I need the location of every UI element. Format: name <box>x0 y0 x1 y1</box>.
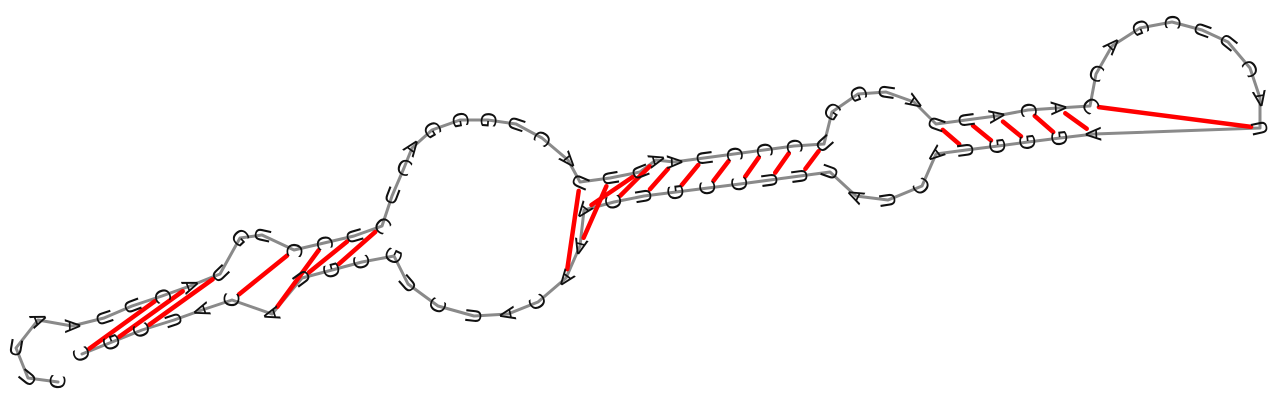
nucleotide-47: A <box>1099 32 1126 60</box>
base-pair-bond <box>970 123 994 143</box>
nucleotide-62: U <box>875 191 901 210</box>
nucleotide-31: U <box>691 149 717 167</box>
nucleotide-63: A <box>842 184 870 208</box>
nucleotide-4: A <box>24 309 52 332</box>
nucleotide-37: G <box>844 82 872 106</box>
nucleotide-41: U <box>953 111 979 129</box>
nucleotide-3: U <box>6 335 25 361</box>
nucleotide-42: A <box>983 107 1009 126</box>
base-pair-bond <box>772 151 792 175</box>
nucleotide-55: A <box>1082 126 1107 142</box>
nucleotide-88: C <box>128 319 156 341</box>
nucleotide-38: U <box>873 83 899 102</box>
base-pair-bond <box>940 127 962 147</box>
base-pair-bond <box>589 174 635 208</box>
nucleotide-15: U <box>340 225 367 246</box>
nucleotide-76: A <box>495 304 522 324</box>
base-pair-bond <box>306 239 350 275</box>
nucleotide-22: G <box>475 111 500 129</box>
nucleotide-85: C <box>220 292 245 308</box>
nucleotide-66: U <box>757 171 783 189</box>
nucleotide-84: A <box>258 303 285 324</box>
nucleotide-17: U <box>381 182 404 210</box>
nucleotide-1: C <box>45 373 71 391</box>
nucleotide-70: U <box>631 186 657 205</box>
nucleotide-86: A <box>188 299 216 321</box>
base-pair-bond <box>275 248 321 309</box>
nucleotide-40: U <box>922 113 950 135</box>
base-pair-bond <box>711 158 731 184</box>
nucleotide-81: C <box>349 252 376 272</box>
nucleotide-78: C <box>424 294 452 318</box>
nucleotide-44: A <box>1046 100 1071 117</box>
nucleotide-14: C <box>311 233 338 253</box>
nucleotide-61: C <box>908 172 935 199</box>
nucleotide-50: U <box>1188 19 1216 42</box>
rna-backbone <box>14 20 1262 384</box>
nucleotide-69: G <box>663 182 689 201</box>
base-pair-bond <box>565 188 581 272</box>
nucleotide-27: U <box>597 168 623 187</box>
nucleotide-2: U <box>14 364 42 391</box>
nucleotide-87: U <box>160 309 188 331</box>
base-pair-bond <box>1032 113 1056 135</box>
base-pair-bond <box>618 164 652 198</box>
nucleotide-67: C <box>727 175 753 193</box>
nucleotide-49: C <box>1160 14 1184 29</box>
base-pair-bond <box>1000 119 1024 139</box>
nucleotide-90: C <box>68 343 96 366</box>
base-pair-bond <box>647 166 671 192</box>
nucleotide-60: A <box>922 140 950 167</box>
nucleotide-71: C <box>601 192 628 212</box>
nucleotide-32: C <box>721 145 747 163</box>
nucleotide-5: A <box>60 318 84 334</box>
base-pair-bond <box>1096 104 1254 130</box>
nucleotide-6: U <box>90 307 118 329</box>
base-pair-bond <box>147 276 215 328</box>
nucleotide-59: U <box>953 141 979 159</box>
base-pair-bond <box>742 155 762 179</box>
nucleotide-30: A <box>662 154 687 170</box>
nucleotide-80: G <box>380 243 409 268</box>
nucleotide-68: C <box>695 179 721 197</box>
nucleotide-56: G <box>1047 128 1073 147</box>
base-pair-bond <box>336 229 378 267</box>
base-pair-bond <box>117 288 185 340</box>
nucleotide-54: U <box>1247 118 1274 138</box>
base-pair-bond <box>803 148 821 172</box>
nucleotide-79: U <box>394 270 421 298</box>
base-pair-bond <box>679 162 701 188</box>
nucleotide-64: U <box>816 161 844 184</box>
nucleotide-46: C <box>1085 60 1107 88</box>
base-pair-bond <box>87 299 157 351</box>
base-pair-bond <box>1063 111 1089 131</box>
nucleotide-57: G <box>1015 132 1041 151</box>
nucleotide-58: G <box>985 136 1011 155</box>
nucleotide-26: U <box>566 170 594 194</box>
base-pair-bond <box>236 253 290 297</box>
nucleotide-77: U <box>461 307 487 325</box>
nucleotide-13: C <box>281 241 307 259</box>
nucleotide-53: A <box>1250 85 1269 111</box>
nucleotide-21: G <box>447 110 473 130</box>
nucleotide-34: C <box>781 138 806 155</box>
nucleotide-8: C <box>148 285 175 307</box>
nucleotide-33: C <box>751 141 777 159</box>
nucleotide-12: U <box>249 225 276 245</box>
nucleotide-36: G <box>819 97 846 126</box>
nucleotide-23: U <box>502 113 530 135</box>
base-pair-bonds <box>87 104 1254 351</box>
nucleotide-82: G <box>318 259 345 281</box>
nucleotide-7: U <box>118 295 146 318</box>
nucleotide-45: C <box>1076 93 1104 120</box>
nucleotide-43: C <box>1015 101 1041 119</box>
nucleotide-73: A <box>569 232 590 259</box>
nucleotide-65: U <box>787 167 813 185</box>
nucleotide-48: G <box>1126 16 1154 40</box>
